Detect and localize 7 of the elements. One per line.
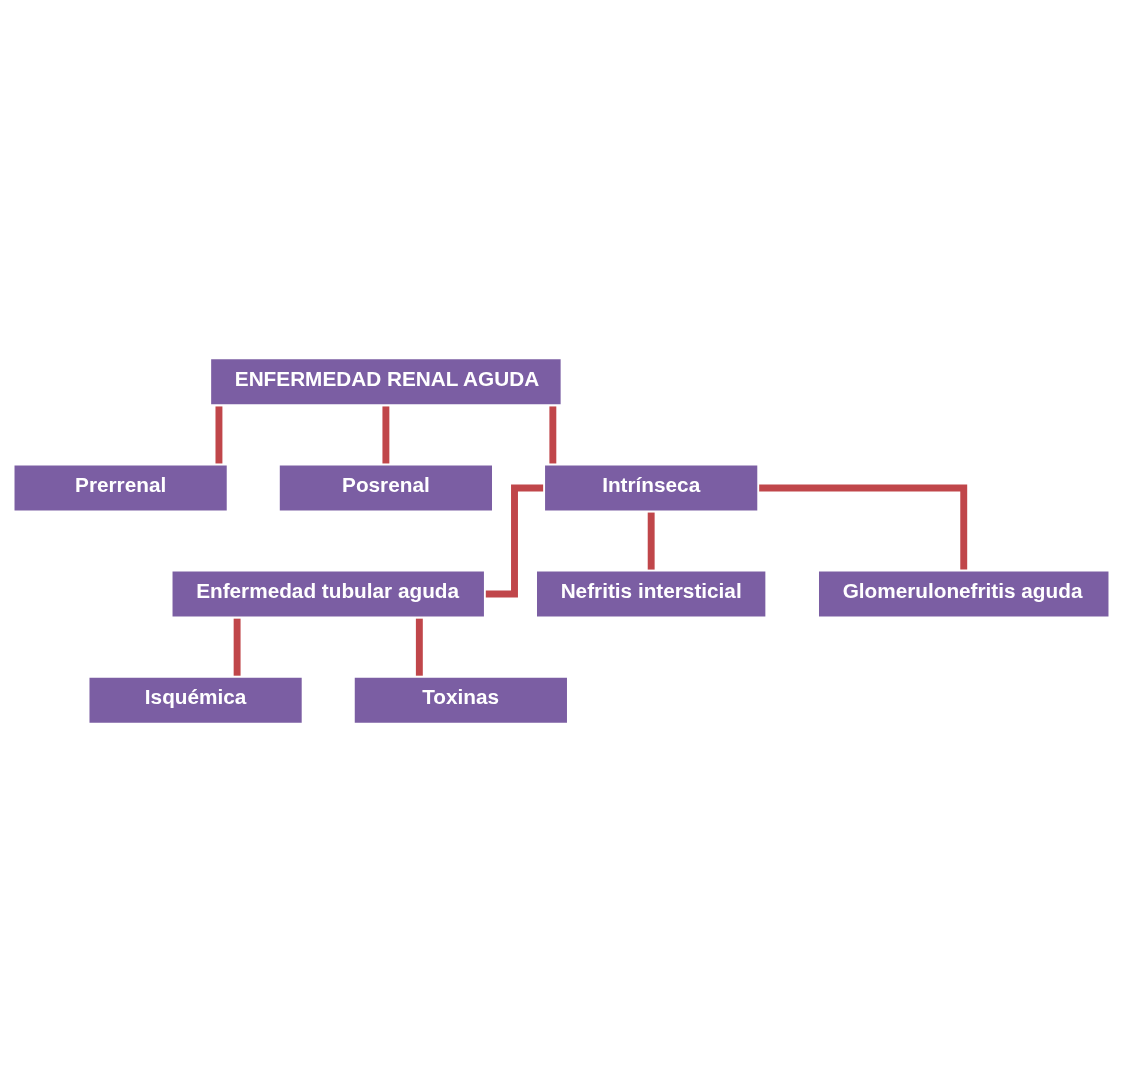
connector: [549, 406, 557, 464]
connector: [759, 484, 968, 570]
connector: [215, 406, 223, 464]
connector: [415, 618, 423, 676]
connector: [647, 512, 655, 570]
connector: [233, 618, 241, 676]
connector: [382, 406, 390, 464]
